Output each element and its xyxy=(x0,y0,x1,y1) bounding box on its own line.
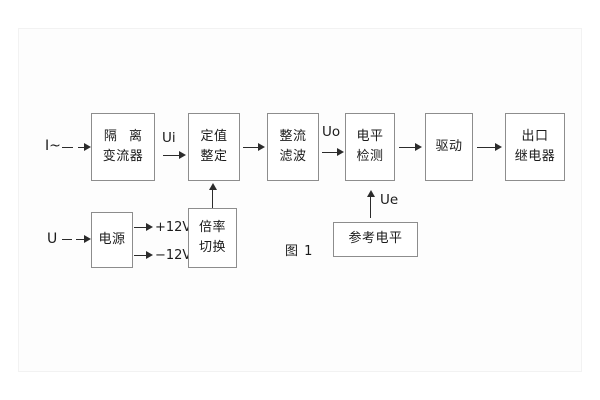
arrowhead-setting-to-rectify xyxy=(258,143,265,151)
block-drive[interactable]: 驱动 xyxy=(425,113,473,181)
connector-current-lead-a xyxy=(62,147,73,148)
arrowhead-rectify-to-level xyxy=(337,148,344,156)
connector-multiplier-to-setting xyxy=(212,189,213,208)
arrowhead-voltage-to-power xyxy=(84,235,91,243)
block-reference-level[interactable]: 参考电平 xyxy=(333,222,418,257)
signal-label-ue: Ue xyxy=(380,192,399,208)
arrowhead-level-to-drive xyxy=(415,143,422,151)
arrowhead-isolation-to-setting xyxy=(179,151,186,159)
block-multiplier-switch[interactable]: 倍率 切换 xyxy=(188,208,237,268)
block-multiplier-line1: 倍率 xyxy=(198,219,226,235)
figure-caption: 图 1 xyxy=(285,244,314,259)
diagram-frame xyxy=(18,28,582,372)
connector-current-lead-b xyxy=(78,147,86,148)
block-level-line2: 检测 xyxy=(356,149,384,164)
arrowhead-current-to-isolation xyxy=(84,143,91,151)
block-value-setting[interactable]: 定值 整定 xyxy=(188,113,240,181)
arrowhead-rail-negative xyxy=(146,251,153,259)
block-rectify-line2: 滤波 xyxy=(279,149,307,164)
block-power-line1: 电源 xyxy=(98,231,126,247)
block-drive-line1: 驱动 xyxy=(435,138,463,154)
connector-voltage-lead-a xyxy=(62,239,72,240)
connector-rectify-to-level xyxy=(322,152,339,153)
block-relay-line2: 继电器 xyxy=(514,149,556,164)
block-rectify-line1: 整流 xyxy=(279,128,307,144)
arrowhead-multiplier-to-setting xyxy=(209,183,217,190)
block-rectify-filter[interactable]: 整流 滤波 xyxy=(267,113,319,181)
input-label-voltage: U xyxy=(47,231,58,247)
block-setting-line2: 整定 xyxy=(200,149,228,164)
block-level-line1: 电平 xyxy=(356,128,384,144)
connector-rail-negative xyxy=(134,255,148,256)
signal-label-uo: Uo xyxy=(322,124,341,140)
connector-rail-positive xyxy=(134,227,148,228)
block-isolation-transformer[interactable]: 隔 离 变流器 xyxy=(91,113,155,181)
connector-drive-to-relay xyxy=(477,147,497,148)
block-reference-line1: 参考电平 xyxy=(348,231,403,247)
rail-label-negative: −12V xyxy=(155,248,192,263)
arrowhead-drive-to-relay xyxy=(495,143,502,151)
connector-isolation-to-setting xyxy=(163,155,181,156)
connector-level-to-drive xyxy=(399,147,417,148)
rail-label-positive: +12V xyxy=(155,220,192,235)
connector-reference-to-level xyxy=(370,196,371,218)
signal-label-ui: Ui xyxy=(162,130,176,146)
block-power-supply[interactable]: 电源 xyxy=(91,212,133,268)
input-label-current: I~ xyxy=(45,138,61,154)
block-multiplier-line2: 切换 xyxy=(198,240,226,255)
block-isolation-line2: 变流器 xyxy=(102,149,144,164)
arrowhead-rail-positive xyxy=(146,223,153,231)
connector-voltage-lead-b xyxy=(76,239,85,240)
block-isolation-line1: 隔 离 xyxy=(103,128,147,144)
block-level-detection[interactable]: 电平 检测 xyxy=(345,113,395,181)
connector-setting-to-rectify xyxy=(243,147,260,148)
block-output-relay[interactable]: 出口 继电器 xyxy=(505,113,565,181)
arrowhead-reference-to-level xyxy=(367,190,375,197)
block-setting-line1: 定值 xyxy=(200,128,228,144)
block-relay-line1: 出口 xyxy=(521,128,549,144)
